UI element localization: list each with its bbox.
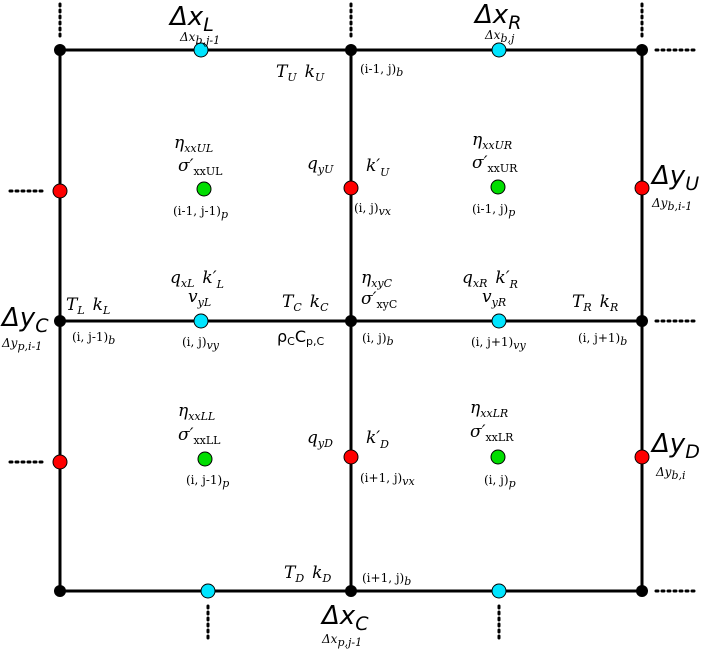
basic-node: [345, 44, 357, 56]
p-node-lr-viscosity: ηxxLR: [470, 398, 508, 420]
p-node-ur-index: (i-1, j)p: [472, 202, 515, 219]
p-node-lr: [490, 449, 506, 465]
basic-node-r-index: (i, j+1)b: [578, 331, 627, 348]
vy-nodes: [193, 42, 507, 599]
vx-node-u-index: (i, j)vx: [354, 201, 392, 218]
vy-node-r-velocity: vyR: [482, 287, 506, 309]
center-shear-viscosity: ηxyC: [361, 268, 393, 290]
p-node-ul: [196, 181, 212, 197]
dy-up-label: ΔyU: [650, 161, 699, 195]
basic-nodes: [54, 44, 648, 597]
dx-right-sublabel: Δxb,j: [484, 28, 515, 45]
continuation-dots: [8, 2, 698, 642]
p-node-lr-stress: σ′xxLR: [470, 422, 514, 444]
dx-left-label: ΔxL: [168, 2, 214, 36]
p-node-ll-stress: σ′xxLL: [178, 425, 221, 447]
basic-node: [345, 315, 357, 327]
vx-node: [52, 183, 68, 199]
vy-node: [491, 583, 507, 599]
basic-node: [636, 585, 648, 597]
vx-node: [343, 449, 359, 465]
vy-node: [200, 583, 216, 599]
p-node-ul-index: (i-1, j-1)p: [173, 204, 228, 221]
dy-down-sublabel: Δyb,i: [655, 465, 686, 482]
vx-node: [343, 180, 359, 196]
p-node-ur-viscosity: ηxxUR: [472, 130, 512, 152]
dx-right-label: ΔxR: [473, 0, 521, 34]
vx-node: [52, 454, 68, 470]
basic-node: [54, 585, 66, 597]
basic-node: [54, 44, 66, 56]
basic-node: [636, 44, 648, 56]
vx-node-d-flux: qyD: [307, 428, 333, 450]
basic-node-c-density: ρCCp,C: [277, 327, 324, 348]
basic-node: [345, 585, 357, 597]
vx-node-d-index: (i+1, j)vx: [360, 471, 415, 488]
basic-node: [636, 315, 648, 327]
vx-node: [634, 180, 650, 196]
vx-nodes: [52, 180, 650, 470]
p-node-ll-index: (i, j-1)p: [186, 473, 229, 490]
p-node-lr-index: (i, j)p: [484, 473, 516, 490]
vy-node-r-index: (i, j+1)vy: [471, 335, 526, 352]
p-node-ul-viscosity: ηxxUL: [174, 133, 213, 155]
vy-node-l-index: (i, j)vy: [182, 335, 220, 352]
dy-center-sublabel: Δyp,i-1: [1, 336, 42, 353]
p-node-ll: [197, 451, 213, 467]
vy-node: [491, 313, 507, 329]
p-node-ur: [490, 179, 506, 195]
vy-node: [193, 313, 209, 329]
vx-node-d-conductivity: k′D: [366, 428, 389, 451]
basic-node-d-index: (i+1, j)b: [362, 571, 411, 588]
basic-node-u-index: (i-1, j)b: [360, 62, 403, 79]
dy-down-label: ΔyD: [650, 429, 700, 463]
vx-node-u-flux: qyU: [307, 154, 334, 176]
p-node-ll-viscosity: ηxxLL: [178, 401, 215, 423]
basic-node-c-index: (i, j)b: [362, 331, 394, 348]
basic-node-l-index: (i, j-1)b: [72, 330, 115, 347]
p-node-ul-stress: σ′xxUL: [178, 156, 223, 178]
p-node-ur-stress: σ′xxUR: [472, 153, 518, 175]
vy-node-l-velocity: vyL: [188, 287, 211, 309]
dx-center-sublabel: Δxp,j-1: [321, 632, 362, 649]
p-nodes: [196, 179, 506, 467]
vx-node: [634, 449, 650, 465]
vy-node: [193, 42, 209, 58]
dx-center-label: ΔxC: [320, 601, 369, 635]
center-shear-stress: σ′xyC: [361, 289, 397, 311]
dy-up-sublabel: Δyb,i-1: [651, 196, 692, 213]
dy-center-label: ΔyC: [0, 303, 49, 337]
dx-left-sublabel: Δxb,j-1: [179, 30, 220, 47]
vx-node-u-conductivity: k′U: [366, 156, 390, 179]
vy-node: [491, 42, 507, 58]
basic-node: [54, 315, 66, 327]
